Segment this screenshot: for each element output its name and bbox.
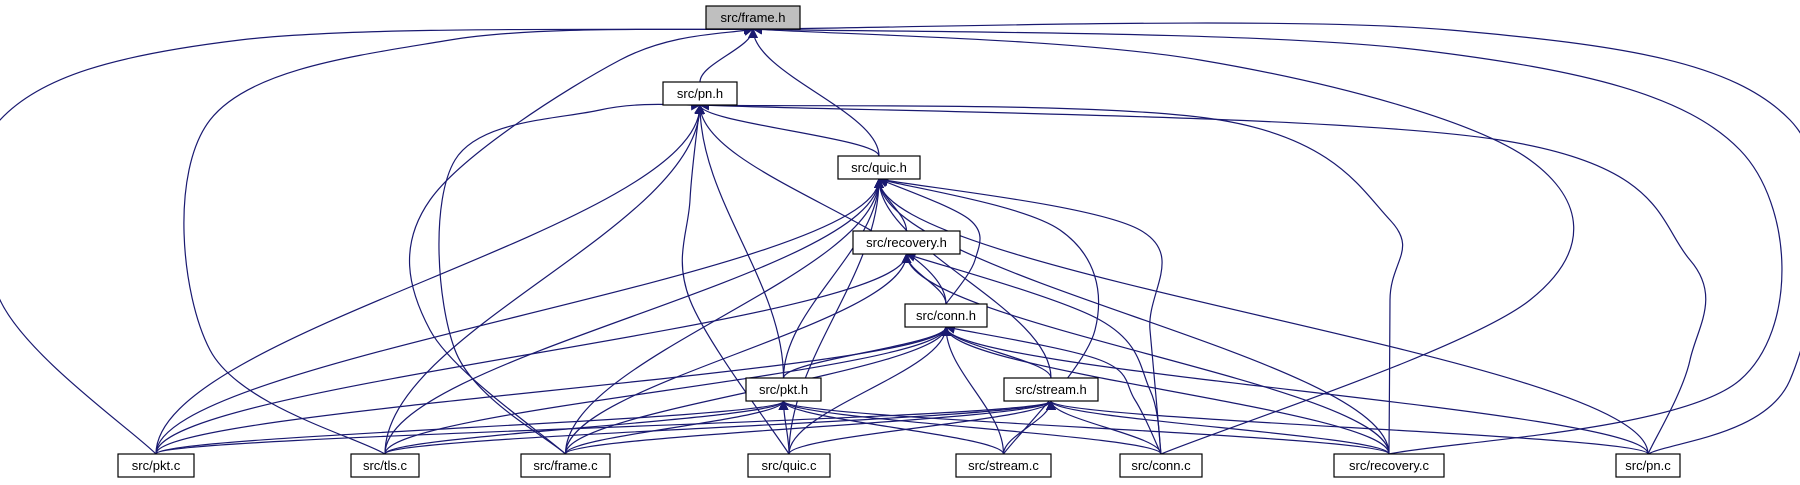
edge-conn-c-to-stream-h (1046, 400, 1162, 455)
node-conn-h[interactable]: src/conn.h (904, 303, 988, 328)
edge-quic-c-to-conn-h (788, 326, 951, 455)
edge-pkt-c-to-quic-h (155, 178, 884, 455)
node-box[interactable] (520, 453, 611, 478)
edge-stream-h-to-quic-h (874, 178, 1052, 379)
node-label: src/recovery.c (1349, 458, 1429, 473)
edges-layer (0, 22, 1800, 455)
edge-conn-h-to-pn-h (695, 104, 947, 305)
edge-recovery-c-to-pkt-h (778, 400, 1390, 455)
node-pn-h[interactable]: src/pn.h (662, 81, 738, 106)
edge-tls-c-to-pn-h (384, 104, 705, 455)
edge-pkt-c-to-conn-h (155, 326, 951, 455)
node-label: src/conn.h (916, 308, 976, 323)
edge-quic-c-to-pn-h (681, 104, 790, 455)
node-box[interactable] (852, 230, 961, 255)
edge-recovery-c-to-stream-h (1046, 400, 1390, 455)
node-label: src/recovery.h (866, 235, 947, 250)
node-pn-c[interactable]: src/pn.c (1615, 453, 1681, 478)
edge-tls-c-to-stream-h (384, 400, 1056, 455)
edge-frame-c-to-quic-h (564, 178, 884, 455)
node-box[interactable] (1003, 377, 1099, 402)
edge-quic-c-to-stream-h (788, 400, 1056, 455)
edge-pkt-c-to-stream-h (155, 400, 1056, 455)
edge-pn-h-to-frame-h (699, 28, 758, 83)
node-label: src/pn.c (1625, 458, 1671, 473)
edge-pn-c-to-quic-h (874, 178, 1649, 455)
node-tls-c[interactable]: src/tls.c (350, 453, 420, 478)
node-label: src/pn.h (677, 86, 723, 101)
node-label: src/stream.h (1015, 382, 1087, 397)
node-stream-c[interactable]: src/stream.c (955, 453, 1052, 478)
node-box[interactable] (1333, 453, 1445, 478)
node-label: src/pkt.h (759, 382, 808, 397)
edge-recovery-c-to-conn-h (941, 326, 1390, 455)
edge-conn-h-to-quic-h (878, 178, 981, 305)
node-box[interactable] (350, 453, 420, 478)
node-box[interactable] (117, 453, 195, 478)
node-box[interactable] (1615, 453, 1681, 478)
node-label: src/pkt.c (132, 458, 181, 473)
edge-pn-c-to-stream-h (1046, 400, 1649, 455)
node-box[interactable] (662, 81, 738, 106)
edge-conn-c-to-pkt-h (778, 400, 1162, 455)
node-box[interactable] (955, 453, 1052, 478)
node-recovery-h[interactable]: src/recovery.h (852, 230, 961, 255)
edge-pkt-c-to-recovery-h (155, 253, 912, 455)
edge-frame-c-to-pn-h (438, 100, 701, 455)
edge-recovery-c-to-quic-h (874, 178, 1390, 455)
node-pkt-c[interactable]: src/pkt.c (117, 453, 195, 478)
node-recovery-c[interactable]: src/recovery.c (1333, 453, 1445, 478)
edge-frame-c-to-frame-h (408, 26, 754, 455)
edge-pkt-c-to-pn-h (155, 104, 705, 455)
node-box[interactable] (747, 453, 831, 478)
node-box[interactable] (904, 303, 988, 328)
node-stream-h[interactable]: src/stream.h (1003, 377, 1099, 402)
edge-tls-c-to-pkt-h (384, 400, 789, 455)
edge-quic-c-to-quic-h (788, 178, 884, 455)
node-label: src/frame.c (533, 458, 598, 473)
node-quic-c[interactable]: src/quic.c (747, 453, 831, 478)
node-box[interactable] (705, 5, 801, 30)
edge-frame-c-to-recovery-h (564, 253, 912, 455)
edge-recovery-c-to-frame-h (752, 24, 1783, 455)
edge-conn-c-to-recovery-h (905, 252, 1162, 455)
node-label: src/quic.h (851, 160, 907, 175)
edge-recovery-h-to-quic-h (874, 178, 908, 232)
node-label: src/tls.c (363, 458, 408, 473)
node-conn-c[interactable]: src/conn.c (1119, 453, 1203, 478)
edge-frame-c-to-stream-h (564, 400, 1056, 455)
edge-quic-h-to-pn-h (695, 104, 880, 157)
edge-tls-c-to-quic-h (384, 178, 884, 455)
edge-pn-c-to-pn-h (699, 100, 1707, 455)
edge-conn-c-to-frame-h (752, 24, 1575, 455)
edge-recovery-c-to-recovery-h (901, 253, 1390, 455)
node-pkt-h[interactable]: src/pkt.h (745, 377, 822, 402)
node-quic-h[interactable]: src/quic.h (837, 155, 921, 180)
node-frame-c[interactable]: src/frame.c (520, 453, 611, 478)
edge-pkt-h-to-pn-h (695, 104, 785, 379)
edge-tls-c-to-frame-h (183, 24, 754, 455)
edge-stream-c-to-conn-h (941, 326, 1005, 455)
node-box[interactable] (1119, 453, 1203, 478)
node-box[interactable] (745, 377, 822, 402)
edge-quic-h-to-frame-h (748, 28, 880, 157)
edge-pn-c-to-conn-h (941, 326, 1649, 455)
nodes-layer: src/frame.h src/pn.h src/quic.h src/recover… (117, 5, 1681, 478)
edge-recovery-c-to-pn-h (699, 100, 1404, 455)
edge-pkt-c-to-pkt-h (155, 400, 789, 455)
node-box[interactable] (837, 155, 921, 180)
edge-pkt-c-to-frame-h (0, 24, 754, 455)
edge-pkt-h-to-quic-h (782, 178, 884, 379)
node-frame-h[interactable]: src/frame.h (705, 5, 801, 30)
edge-pn-c-to-frame-h (752, 22, 1800, 455)
edge-stream-c-to-pkt-h (778, 400, 1005, 455)
edge-frame-c-to-pkt-h (564, 400, 789, 455)
node-label: src/stream.c (968, 458, 1039, 473)
node-label: src/conn.c (1131, 458, 1191, 473)
node-label: src/quic.c (762, 458, 817, 473)
node-label: src/frame.h (720, 10, 785, 25)
